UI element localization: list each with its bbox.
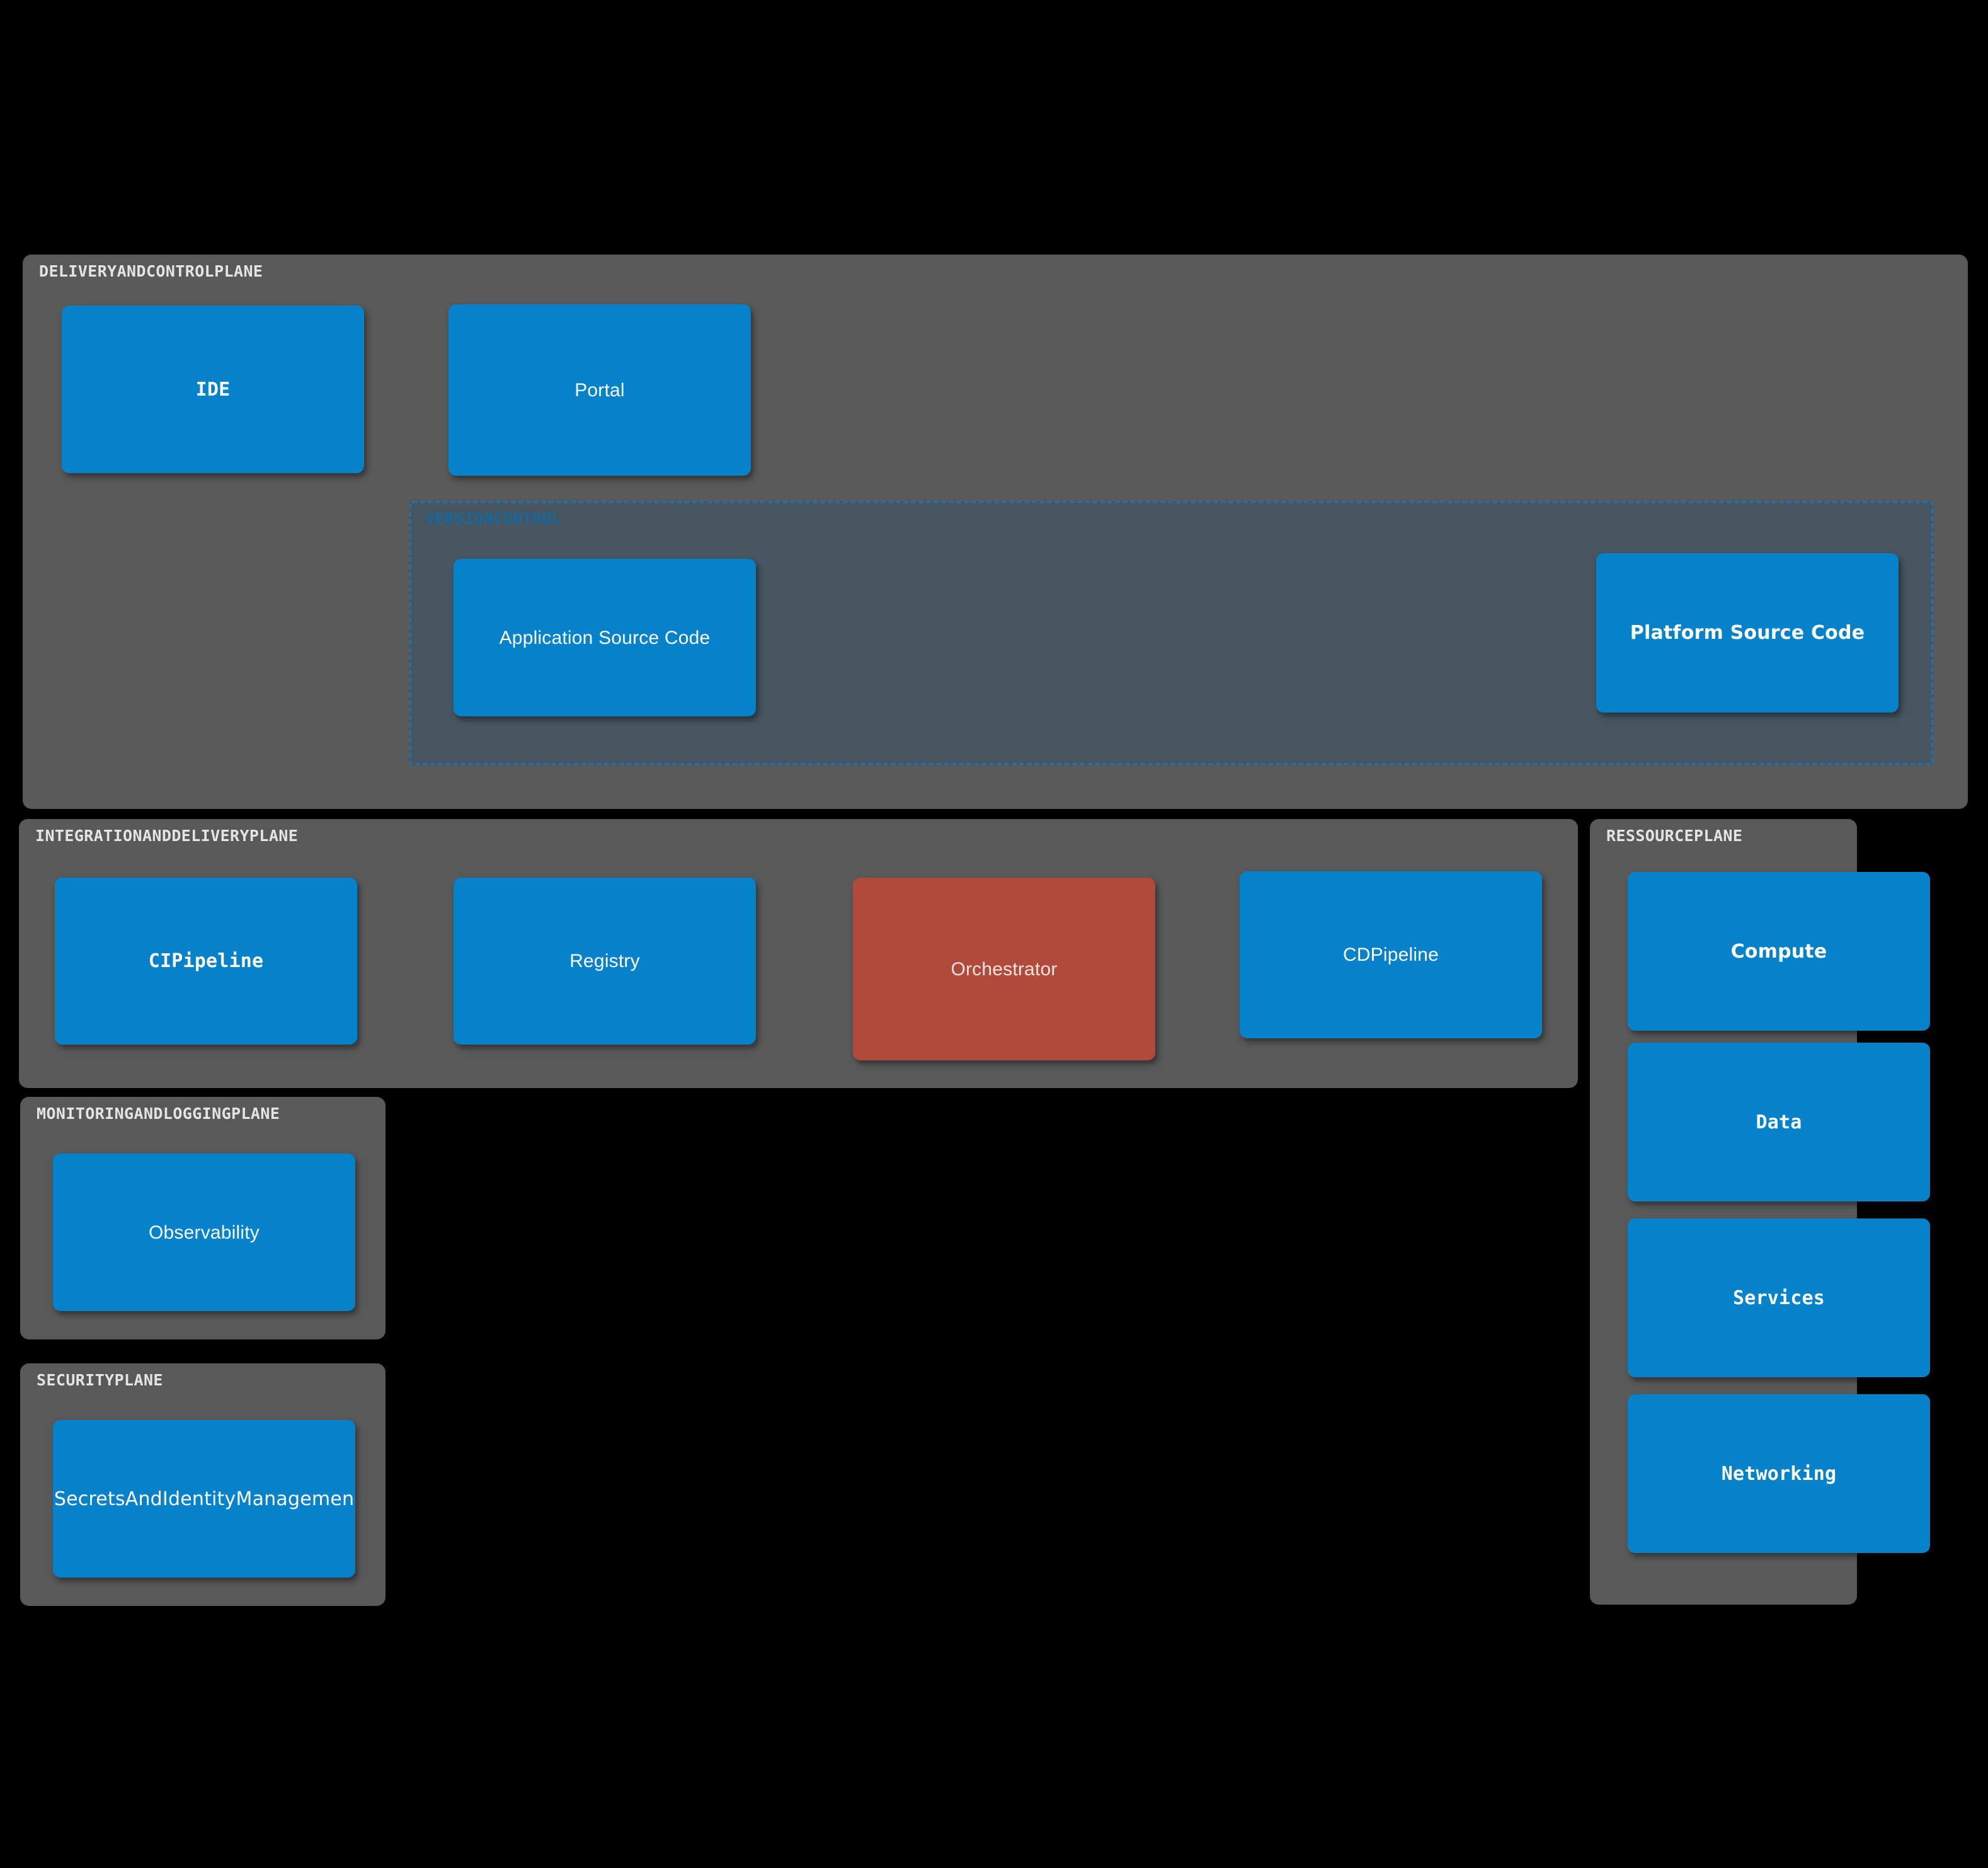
node-label-compute: Compute <box>1730 940 1827 963</box>
node-application-source-code[interactable]: Application Source Code <box>454 559 756 716</box>
node-observability[interactable]: Observability <box>53 1154 355 1311</box>
node-portal[interactable]: Portal <box>448 304 751 476</box>
subgroup-label-version-control: VERSIONCONTROL <box>425 510 562 528</box>
plane-ressource[interactable]: RESSOURCEPLANE Compute Data Services Net… <box>1590 819 1930 1605</box>
plane-label-delivery-and-control: DELIVERYANDCONTROLPLANE <box>39 262 263 280</box>
node-label-secrets-and-identity-management: SecretsAndIdentityManagemen <box>54 1487 355 1510</box>
plane-label-security: SECURITYPLANE <box>37 1371 163 1389</box>
node-label-ci-pipeline: CIPipeline <box>148 950 264 972</box>
node-compute[interactable]: Compute <box>1628 872 1930 1031</box>
node-label-registry: Registry <box>569 951 640 971</box>
node-label-services: Services <box>1732 1286 1825 1309</box>
node-label-platform-source-code: Platform Source Code <box>1630 622 1865 644</box>
node-ci-pipeline[interactable]: CIPipeline <box>55 878 357 1045</box>
node-label-ide: IDE <box>195 378 231 401</box>
node-label-application-source-code: Application Source Code <box>499 627 711 648</box>
node-orchestrator[interactable]: Orchestrator <box>853 878 1155 1060</box>
node-label-orchestrator: Orchestrator <box>951 958 1058 980</box>
node-platform-source-code[interactable]: Platform Source Code <box>1596 553 1899 713</box>
node-cd-pipeline[interactable]: CDPipeline <box>1240 871 1542 1038</box>
node-ide[interactable]: IDE <box>62 306 364 473</box>
node-services[interactable]: Services <box>1628 1218 1930 1377</box>
plane-label-integration-and-delivery: INTEGRATIONANDDELIVERYPLANE <box>35 827 299 845</box>
plane-delivery-and-control[interactable]: DELIVERYANDCONTROLPLANE IDE Portal VERSI… <box>23 255 1968 809</box>
node-secrets-and-identity-management[interactable]: SecretsAndIdentityManagemen <box>53 1420 355 1578</box>
plane-label-ressource: RESSOURCEPLANE <box>1606 827 1743 845</box>
node-label-data: Data <box>1756 1111 1802 1133</box>
plane-security[interactable]: SECURITYPLANE SecretsAndIdentityManageme… <box>20 1363 386 1606</box>
node-registry[interactable]: Registry <box>454 878 756 1045</box>
subgroup-version-control[interactable]: VERSIONCONTROL Application Source Code P… <box>409 501 1934 765</box>
plane-integration-and-delivery[interactable]: INTEGRATIONANDDELIVERYPLANE CIPipeline R… <box>19 819 1578 1088</box>
node-label-portal: Portal <box>574 379 625 401</box>
plane-monitoring-and-logging[interactable]: MONITORINGANDLOGGINGPLANE Observability <box>20 1097 386 1339</box>
node-networking[interactable]: Networking <box>1628 1394 1930 1553</box>
node-data[interactable]: Data <box>1628 1043 1930 1201</box>
node-label-networking: Networking <box>1721 1462 1837 1485</box>
node-label-cd-pipeline: CDPipeline <box>1342 944 1439 965</box>
plane-label-monitoring-and-logging: MONITORINGANDLOGGINGPLANE <box>37 1104 280 1123</box>
node-label-observability: Observability <box>149 1222 260 1243</box>
